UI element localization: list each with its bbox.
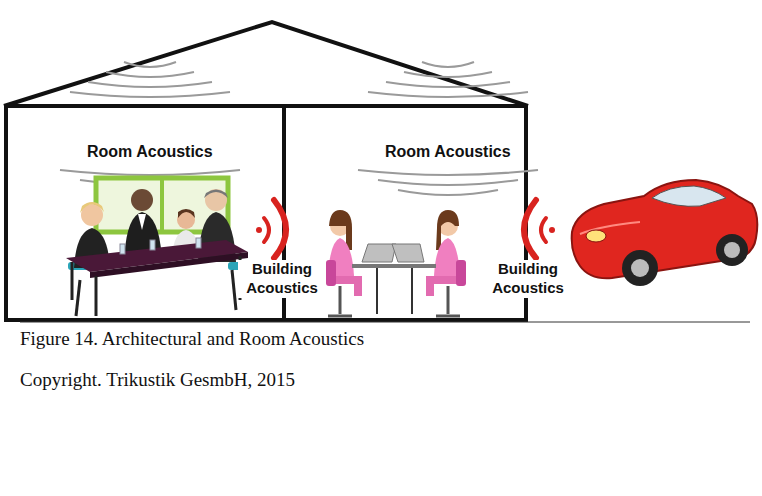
figure-caption: Figure 14. Architectural and Room Acoust… xyxy=(20,328,364,350)
floor xyxy=(4,318,528,322)
ceiling xyxy=(4,104,528,108)
room-acoustics-label: Room Acoustics xyxy=(382,142,514,162)
building-acoustics-label: Building Acoustics xyxy=(238,260,326,298)
copyright-note: Copyright. Trikustik GesmbH, 2015 xyxy=(20,368,295,392)
roof xyxy=(4,22,528,106)
sound-arcs xyxy=(60,62,538,195)
left-wall xyxy=(4,106,8,320)
meeting-group xyxy=(66,178,248,316)
room-acoustics-label: Room Acoustics xyxy=(84,142,216,162)
office-workers xyxy=(326,210,466,316)
caption-rule xyxy=(20,322,750,323)
red-car xyxy=(572,180,758,286)
building-acoustics-label: Building Acoustics xyxy=(484,260,572,298)
